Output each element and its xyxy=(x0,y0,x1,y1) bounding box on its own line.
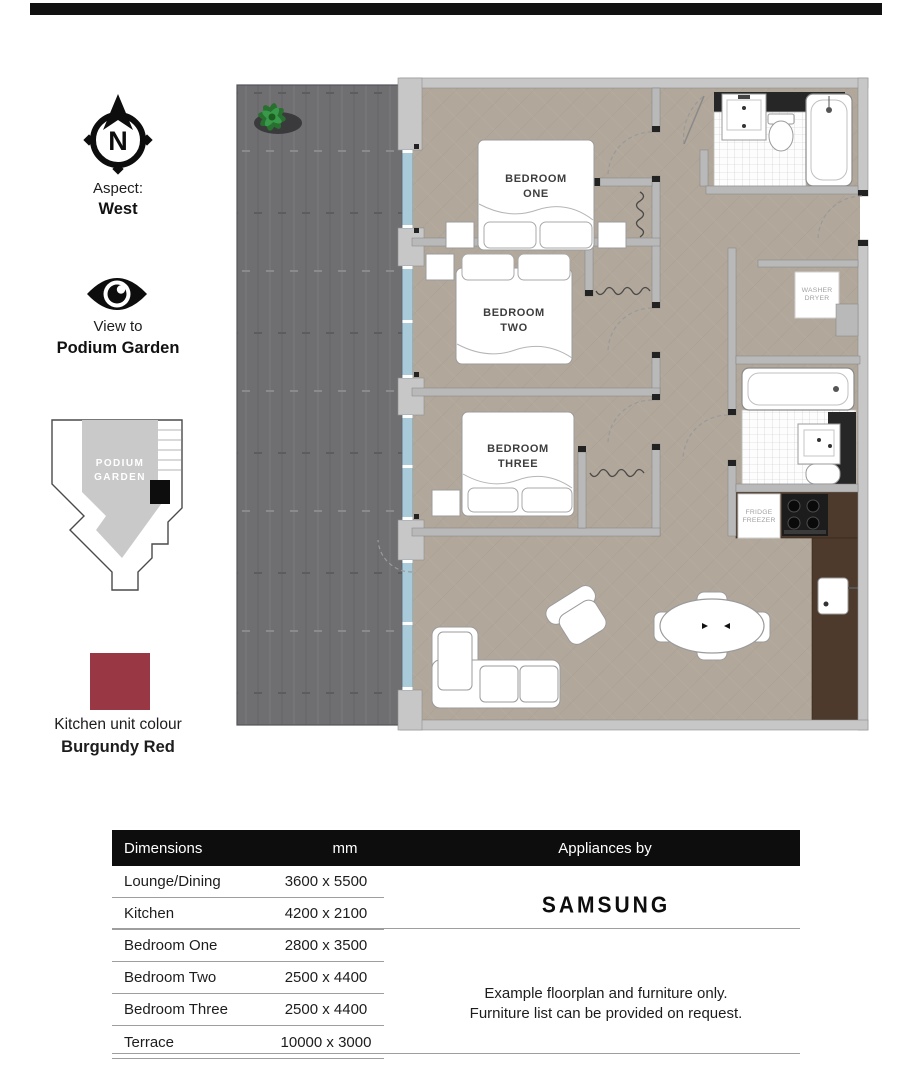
wardrobe-rail xyxy=(595,286,651,296)
wardrobe-rail xyxy=(635,191,645,238)
bed-icon xyxy=(461,411,575,517)
table-row: Bedroom Three 2500 x 4400 xyxy=(112,994,384,1027)
view-label: View to xyxy=(93,318,143,335)
hob-icon xyxy=(782,494,828,536)
siteplan-graphic: PODIUM GARDEN xyxy=(51,419,183,591)
kitchen-colour-swatch xyxy=(90,653,150,710)
table-row: Kitchen 4200 x 2100 xyxy=(112,898,384,931)
bedside-table xyxy=(597,221,627,249)
svg-text:N: N xyxy=(108,126,128,156)
svg-text:BEDROOM: BEDROOM xyxy=(487,443,549,455)
compass-north-arrow xyxy=(103,94,133,130)
door-leaf xyxy=(683,95,705,145)
terrace xyxy=(236,84,423,726)
samsung-logo: SAMSUNG xyxy=(541,893,671,918)
toilet-icon xyxy=(805,463,841,485)
siteplan-unit-lines xyxy=(158,429,181,471)
table-row: Lounge/Dining 3600 x 5500 xyxy=(112,866,384,899)
bed-icon xyxy=(455,253,573,365)
sofa-icon xyxy=(431,626,561,709)
dimensions-table: Dimensions mm Appliances by Lounge/Dinin… xyxy=(112,830,800,1059)
header-mm: mm xyxy=(332,839,358,857)
eye-icon xyxy=(87,278,147,310)
svg-text:BEDROOM: BEDROOM xyxy=(505,173,567,185)
table-header: Dimensions mm Appliances by xyxy=(112,830,800,866)
svg-text:PODIUM: PODIUM xyxy=(96,458,144,469)
header-dimensions: Dimensions xyxy=(124,839,203,857)
kitchen-counter-side xyxy=(811,537,859,721)
sink-icon xyxy=(721,93,767,141)
table-row: Terrace 10000 x 3000 xyxy=(112,1026,384,1059)
table-body: Lounge/Dining 3600 x 5500 Kitchen 4200 x… xyxy=(112,866,800,1059)
bathtub-icon xyxy=(805,93,853,187)
svg-text:FRIDGE: FRIDGE xyxy=(746,509,773,516)
disclaimer-note: Example floorplan and furniture only. Fu… xyxy=(469,985,743,1023)
compass-icon: N xyxy=(83,94,153,175)
armchair-icon xyxy=(545,585,607,645)
bedside-table xyxy=(431,489,461,517)
fridge-freezer: FRIDGE FREEZER xyxy=(737,493,781,539)
table-divider-full xyxy=(112,1052,800,1054)
kitchen-colour-value: Burgundy Red xyxy=(61,738,175,756)
washer-dryer: WASHER DRYER xyxy=(794,271,840,319)
lounge xyxy=(431,585,771,709)
window-frame-ticks xyxy=(402,150,413,690)
top-rule-bar xyxy=(30,3,882,15)
table-divider-full xyxy=(112,928,800,930)
door-jambs xyxy=(414,126,868,519)
plant-icon xyxy=(254,103,302,134)
view-value: Podium Garden xyxy=(56,339,180,357)
bed-icon xyxy=(477,139,595,251)
bedroom-two: BEDROOM TWO xyxy=(425,253,651,365)
interior-walls xyxy=(411,87,861,537)
door-swings xyxy=(377,95,863,573)
bedroom-three: BEDROOM THREE xyxy=(431,411,645,517)
table-row: Bedroom One 2800 x 3500 xyxy=(112,930,384,963)
bedside-table xyxy=(425,253,455,281)
svg-text:GARDEN: GARDEN xyxy=(94,472,146,483)
svg-text:WASHER: WASHER xyxy=(802,287,833,294)
table-row: Bedroom Two 2500 x 4400 xyxy=(112,962,384,995)
sink-icon xyxy=(797,423,841,465)
aspect-label: Aspect: xyxy=(92,180,144,197)
svg-text:THREE: THREE xyxy=(498,458,538,470)
floorplan-drawing: FRIDGE FREEZER WASHER DRYER xyxy=(236,77,869,731)
svg-text:ONE: ONE xyxy=(523,188,549,200)
toilet-icon xyxy=(767,113,795,152)
kitchen: FRIDGE FREEZER xyxy=(735,491,859,721)
bathroom-one xyxy=(713,92,853,187)
bathtub-icon xyxy=(741,367,855,411)
svg-text:FREEZER: FREEZER xyxy=(742,517,775,524)
siteplan-garden-area xyxy=(82,420,164,558)
header-appliances-by: Appliances by xyxy=(558,839,652,857)
siteplan-unit-marker xyxy=(150,480,170,504)
svg-text:TWO: TWO xyxy=(500,322,527,334)
aspect-value: West xyxy=(98,200,138,218)
kitchen-sink-icon xyxy=(817,577,858,615)
dining-table xyxy=(659,598,765,654)
bathroom-two xyxy=(741,367,857,485)
dining-set xyxy=(653,591,771,661)
kitchen-colour-label: Kitchen unit colour xyxy=(54,716,182,733)
svg-text:BEDROOM: BEDROOM xyxy=(483,307,545,319)
svg-text:DRYER: DRYER xyxy=(805,295,830,302)
bedroom-one: BEDROOM ONE xyxy=(445,139,645,251)
bedside-table xyxy=(445,221,475,249)
wardrobe-rail xyxy=(589,468,645,478)
